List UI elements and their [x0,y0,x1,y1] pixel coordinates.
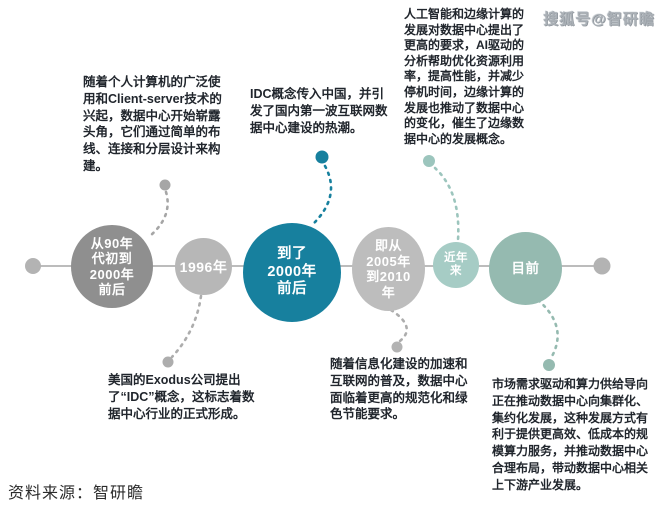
annotation-exodus-idc: 美国的Exodus公司提出了“IDC”概念，这标志着数据中心行业的正式形成。 [108,373,255,421]
timeline-node-label: 目前 [511,260,540,276]
timeline-end-dot [593,257,611,275]
connector-informatization-dot [391,341,403,353]
annotation-idc-to-china: IDC概念传入中国，并引发了国内第一波互联网数据中心建设的热潮。 [250,87,388,135]
timeline-node-early-1990s: 从90年 代初到 2000年 前后 [71,225,153,308]
timeline-node-label: 即从 2005年 到2010 年 [366,238,411,300]
connector-informatization [389,308,408,343]
sohu-watermark: 搜狐号@智研瞻 [543,11,655,28]
connector-pc-era-dot [159,179,171,191]
connector-idc-to-china-dot [315,150,329,164]
connector-market-driven [536,298,559,360]
timeline-node-2005-2010: 即从 2005年 到2010 年 [352,227,425,311]
annotation-pc-era: 随着个人计算机的广泛使用和Client-server技术的兴起，数据中心开始崭露… [83,75,222,173]
timeline-start-dot [25,258,41,274]
annotation-informatization: 随着信息化建设的加速和互联网的普及，数据中心面临着更高的规范化和绿色节能要求。 [330,357,468,422]
timeline-node-label: 近年 来 [444,252,468,277]
timeline-node-1996: 1996年 [175,238,232,295]
connector-ai-edge-dot [423,155,435,167]
timeline-node-recent-years: 近年 来 [433,242,479,288]
annotation-ai-edge: 人工智能和边缘计算的发展对数据中心提出了更高的要求，AI驱动的分析帮助优化资源利… [404,7,525,146]
timeline-node-present: 目前 [489,232,562,305]
connector-idc-to-china [309,164,333,228]
connector-market-driven-dot [543,359,555,371]
connector-exodus-dot [162,356,174,368]
timeline-node-around-2000: 到了 2000年 前后 [243,223,341,322]
timeline-node-label: 1996年 [179,258,228,275]
timeline-node-label: 到了 2000年 前后 [267,246,317,298]
source-caption: 资料来源：智研瞻 [8,485,145,502]
connector-exodus [170,294,203,359]
annotation-market-driven: 市场需求驱动和算力供给导向正在推动数据中心向集群化、集约化发展，这种发展方式有利… [492,377,649,492]
connector-pc-era [148,190,169,238]
connector-ai-edge [433,166,460,242]
timeline-node-label: 从90年 代初到 2000年 前后 [89,235,135,298]
